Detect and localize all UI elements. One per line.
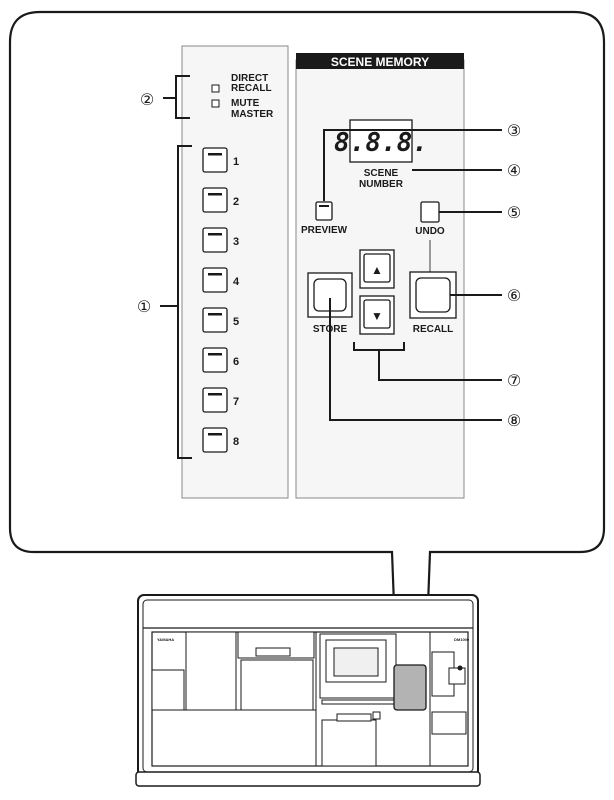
- user-key-4-label: 4: [233, 276, 240, 288]
- callout-7-leader: [353, 342, 502, 381]
- up-button[interactable]: [363, 253, 391, 283]
- callout-3-leader: [323, 129, 502, 201]
- scene-number-digits: 8.8.8.: [334, 128, 428, 158]
- callout-5: ⑤: [507, 205, 521, 222]
- user-key-3-label: 3: [233, 236, 239, 248]
- callout-8-leader: [329, 298, 502, 421]
- user-key-panel: [181, 45, 289, 499]
- user-key-6[interactable]: [202, 347, 228, 373]
- user-key-6-label: 6: [233, 356, 239, 368]
- callout-1-bracket: [160, 145, 192, 459]
- preview-label: PREVIEW: [301, 225, 348, 236]
- user-key-5-label: 5: [233, 316, 239, 328]
- undo-label: UNDO: [415, 226, 445, 237]
- console-brand: YAMAHA: [157, 637, 174, 642]
- recall-label: RECALL: [413, 324, 454, 335]
- user-key-7[interactable]: [202, 387, 228, 413]
- scene-memory-highlight: [393, 664, 427, 711]
- user-key-2-label: 2: [233, 196, 239, 208]
- callout-1: ①: [137, 299, 151, 316]
- console-overview: [135, 594, 481, 787]
- callout-2-bracket: [163, 75, 190, 119]
- undo-button[interactable]: [420, 201, 440, 223]
- direct-recall-label-2: RECALL: [231, 83, 272, 94]
- mute-master-label-1: MUTE: [231, 98, 260, 109]
- user-key-1-label: 1: [233, 156, 239, 168]
- scene-memory-header: [296, 53, 464, 69]
- user-key-2[interactable]: [202, 187, 228, 213]
- scene-memory-title: SCENE MEMORY: [331, 55, 429, 69]
- direct-recall-label-1: DIRECT: [231, 73, 268, 84]
- user-key-8[interactable]: [202, 427, 228, 453]
- mute-master-indicator[interactable]: [211, 99, 220, 108]
- callout-2: ②: [140, 92, 154, 109]
- up-arrow-icon: ▲: [371, 263, 383, 277]
- preview-button[interactable]: [315, 201, 333, 221]
- callout-4: ④: [507, 163, 521, 180]
- recall-button[interactable]: [415, 277, 451, 313]
- user-key-7-label: 7: [233, 396, 239, 408]
- user-key-8-label: 8: [233, 436, 239, 448]
- down-button[interactable]: [363, 299, 391, 329]
- preview-led: [319, 205, 329, 207]
- console-model: DM1000: [454, 637, 470, 642]
- scene-number-display: [349, 119, 413, 163]
- callout-7: ⑦: [507, 373, 521, 390]
- callout-8: ⑧: [507, 413, 521, 430]
- scene-number-label-2: NUMBER: [359, 179, 404, 190]
- scene-number-label-1: SCENE: [364, 168, 399, 179]
- callout-3: ③: [507, 123, 521, 140]
- down-arrow-icon: ▼: [371, 309, 383, 323]
- user-key-3[interactable]: [202, 227, 228, 253]
- user-key-5[interactable]: [202, 307, 228, 333]
- callout-6: ⑥: [507, 288, 521, 305]
- user-key-1[interactable]: [202, 147, 228, 173]
- mute-master-label-2: MASTER: [231, 109, 274, 120]
- user-key-4[interactable]: [202, 267, 228, 293]
- direct-recall-indicator[interactable]: [211, 84, 220, 93]
